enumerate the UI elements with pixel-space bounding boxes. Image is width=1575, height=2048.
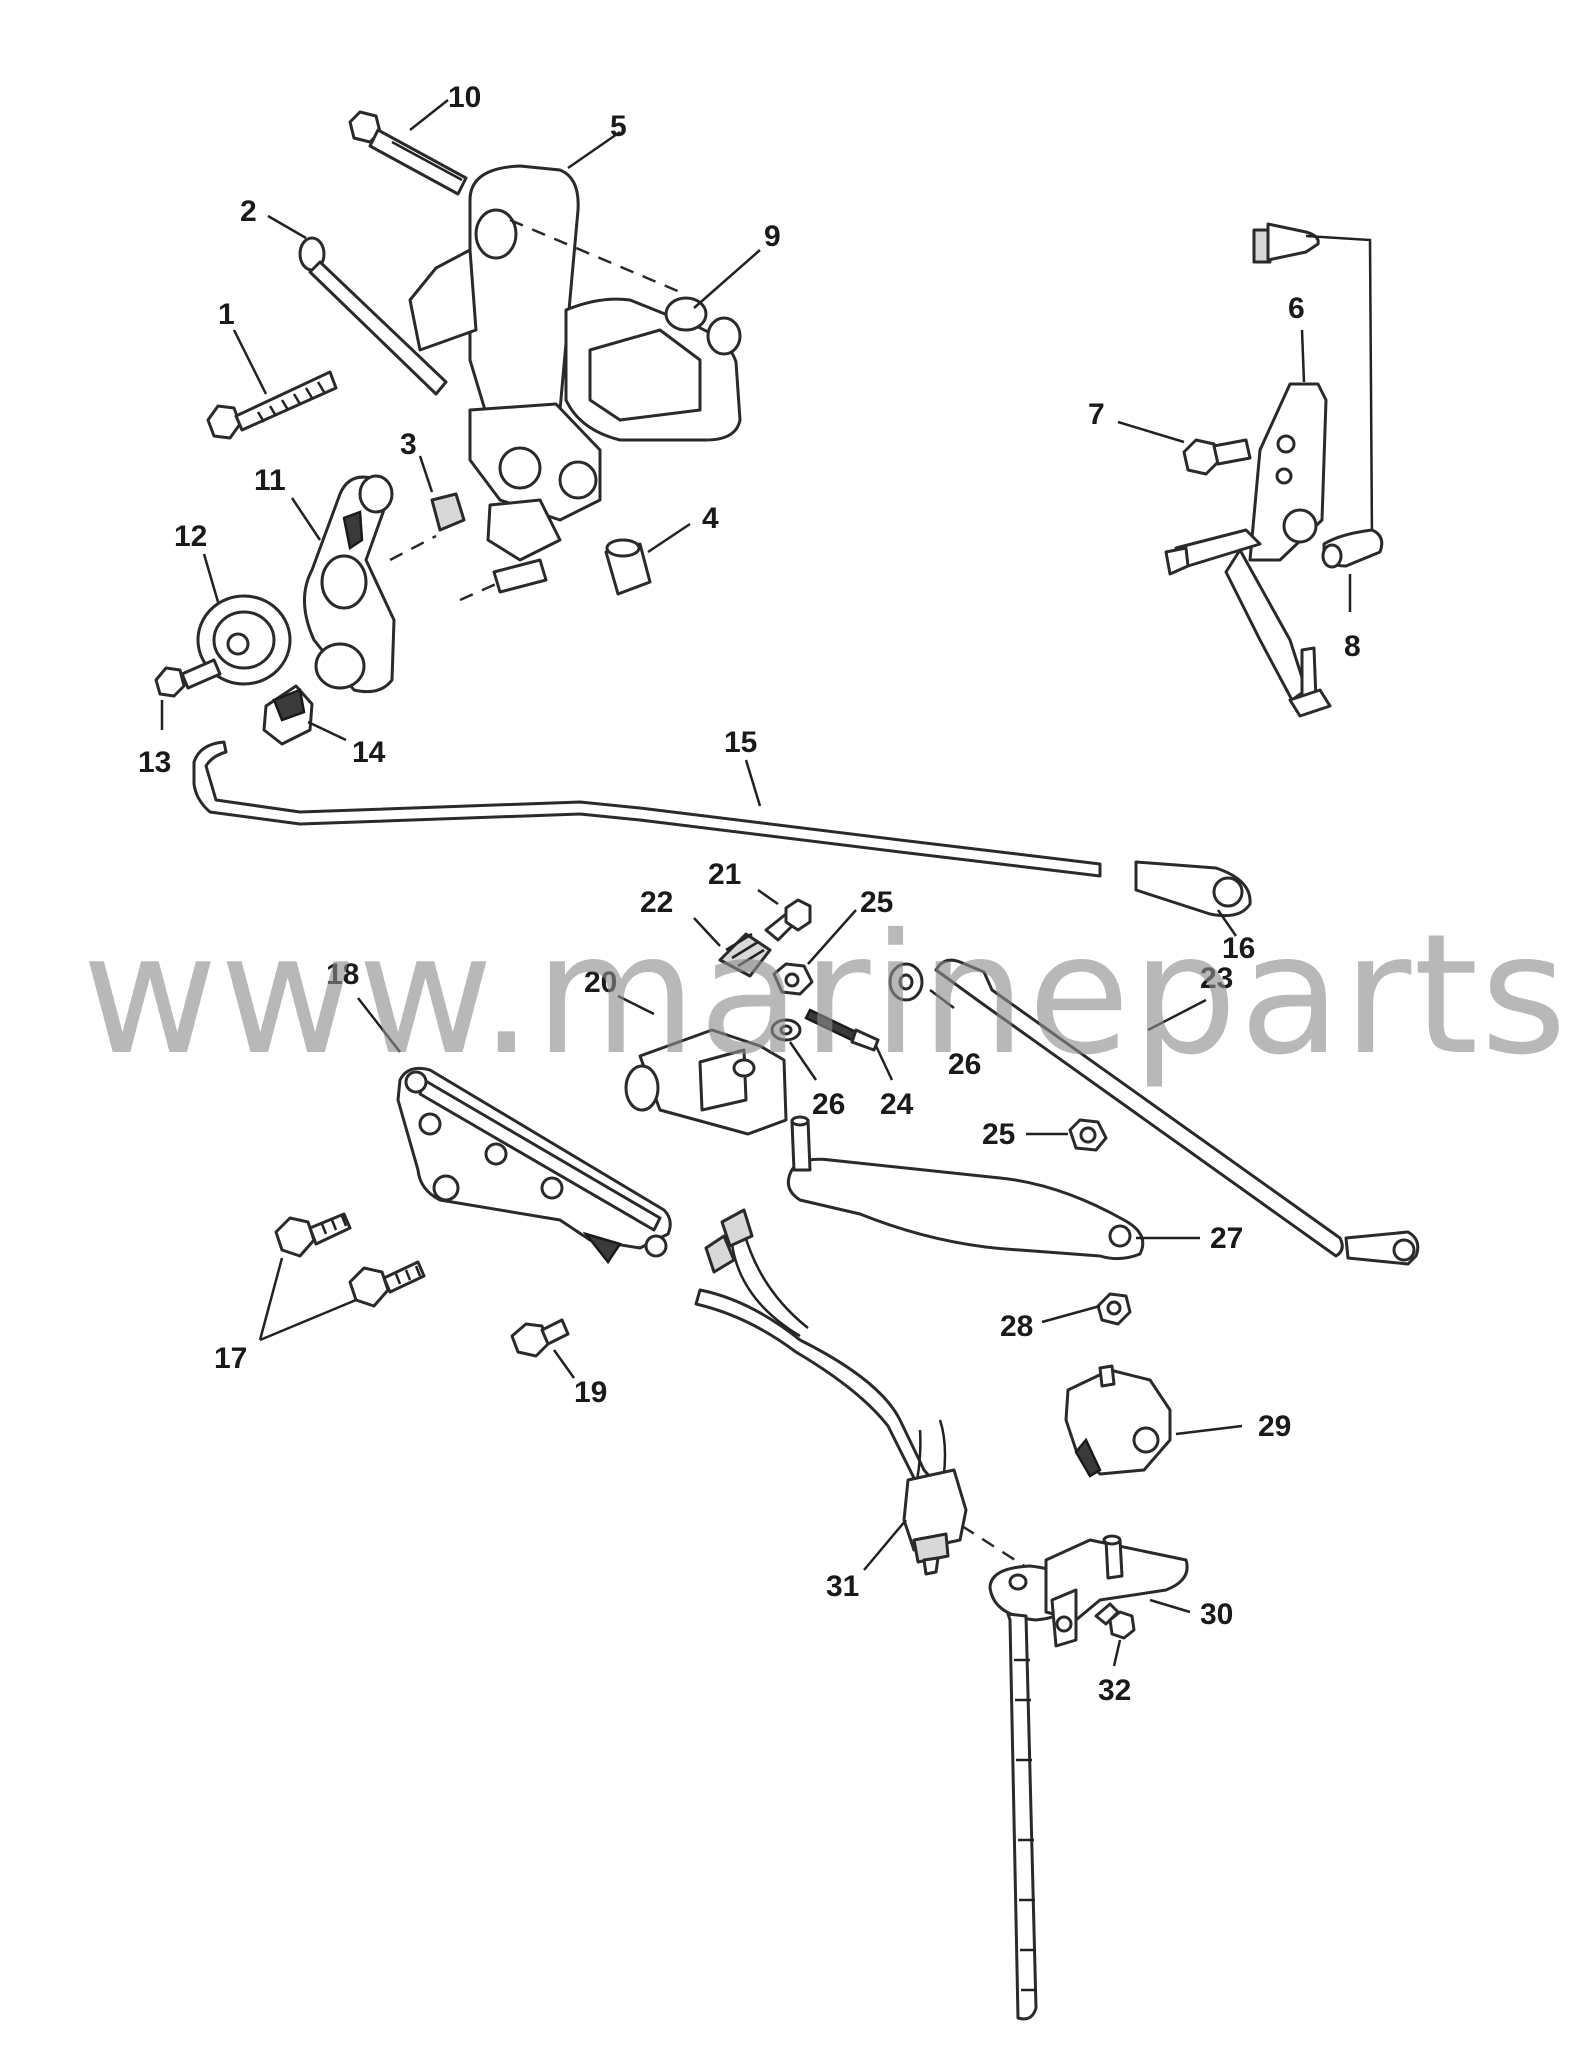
bracket-9 <box>564 296 742 442</box>
bracket-6 <box>1164 382 1332 718</box>
bolt-2 <box>298 236 448 396</box>
end-fitting-16 <box>1134 860 1252 918</box>
screw-19 <box>510 1318 570 1358</box>
callout-22: 22 <box>640 886 673 919</box>
callout-4: 4 <box>702 502 719 535</box>
callout-10: 10 <box>448 81 481 114</box>
bolt-7 <box>1182 438 1252 476</box>
callout-26: 26 <box>948 1048 981 1081</box>
callout-18: 18 <box>326 958 359 991</box>
pin-24 <box>804 1008 880 1052</box>
callout-27: 27 <box>1210 1222 1243 1255</box>
screw-13 <box>154 658 222 698</box>
switch-31 <box>902 1468 968 1576</box>
link-rod-15 <box>192 740 1102 878</box>
pulley-12 <box>196 594 292 686</box>
bolt-17b <box>348 1260 426 1308</box>
lever-11 <box>302 474 396 694</box>
callout-12: 12 <box>174 520 207 553</box>
screw-32 <box>1094 1602 1136 1640</box>
bolt-17a <box>274 1212 352 1258</box>
shaft-30 <box>988 1534 1189 2021</box>
rod-8 <box>1252 222 1384 569</box>
callout-16: 16 <box>1222 932 1255 965</box>
bracket-20 <box>624 1028 788 1136</box>
callout-6: 6 <box>1288 292 1305 325</box>
spacer-3 <box>430 492 466 532</box>
screw-21 <box>764 898 812 942</box>
callout-9: 9 <box>764 220 781 253</box>
callout-21: 21 <box>708 858 741 891</box>
callout-8: 8 <box>1344 630 1361 663</box>
callout-7: 7 <box>1088 398 1105 431</box>
callout-11: 11 <box>254 464 286 497</box>
callout-28: 28 <box>1000 1310 1033 1343</box>
callout-17: 17 <box>214 1342 247 1375</box>
bolt-28 <box>1096 1292 1132 1326</box>
lever-18 <box>396 1066 672 1265</box>
bolt-1 <box>206 370 338 440</box>
bracket-5 <box>408 164 602 562</box>
leader-lines <box>160 99 1352 1667</box>
callout-5: 5 <box>610 110 627 143</box>
callout-14: 14 <box>352 736 386 769</box>
pin <box>492 558 548 594</box>
callout-15: 15 <box>724 726 757 759</box>
callout-23: 23 <box>1200 962 1233 995</box>
callout-25: 25 <box>860 886 893 919</box>
callout-19: 19 <box>574 1376 607 1409</box>
callout-31: 31 <box>826 1570 859 1603</box>
spring-22 <box>718 932 772 978</box>
callout-30: 30 <box>1200 1598 1233 1631</box>
callout-labels: 10 5 2 9 1 3 11 12 4 13 14 6 7 8 15 16 2… <box>138 81 1361 1707</box>
nut-25a <box>772 962 814 996</box>
lever-27 <box>786 1115 1145 1261</box>
nut-25b <box>1068 1118 1108 1152</box>
washer-26a <box>770 1018 802 1042</box>
callout-26-lower: 26 <box>812 1088 845 1121</box>
callout-2: 2 <box>240 195 257 228</box>
link-rod-23 <box>934 958 1420 1266</box>
callout-13: 13 <box>138 746 171 779</box>
bolt-10 <box>348 110 468 196</box>
cam-29 <box>1064 1364 1172 1478</box>
sleeve-4 <box>604 538 652 596</box>
washer-26b <box>888 962 924 1002</box>
wire-harness <box>694 1208 952 1512</box>
clip-14 <box>262 684 314 746</box>
callout-25-lower: 25 <box>982 1118 1015 1151</box>
callout-3: 3 <box>400 428 417 461</box>
callout-24: 24 <box>880 1088 914 1121</box>
callout-1: 1 <box>218 298 235 331</box>
callout-32: 32 <box>1098 1674 1131 1707</box>
callout-29: 29 <box>1258 1410 1291 1443</box>
callout-20: 20 <box>584 966 617 999</box>
watermark-text: www.marineparts.eu <box>82 899 1575 1092</box>
